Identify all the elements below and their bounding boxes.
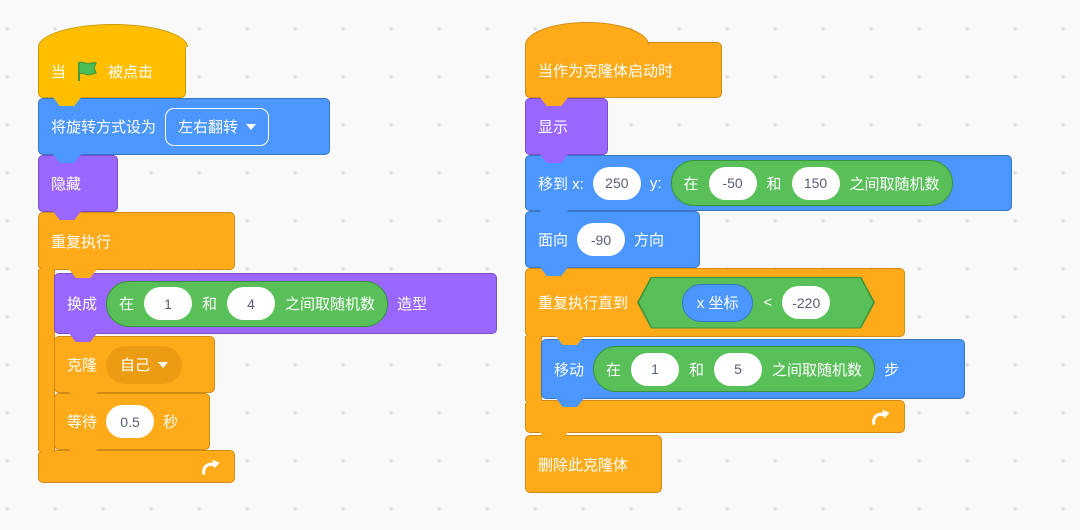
block-wait-seconds[interactable]: 等待 0.5 秒 (54, 393, 210, 450)
random-max-input[interactable]: 150 (791, 166, 840, 200)
block-label: 方向 (634, 232, 665, 249)
forever-loop-footer[interactable] (38, 450, 235, 483)
block-label: 面向 (538, 232, 569, 249)
block-when-clone-starts[interactable]: 当作为克隆体启动时 (525, 22, 722, 98)
wait-duration-input[interactable]: 0.5 (106, 405, 155, 438)
block-label: 步 (884, 361, 900, 379)
block-label: 秒 (163, 414, 179, 431)
repeat-until-footer[interactable] (525, 400, 905, 433)
forever-loop-spine[interactable] (38, 269, 55, 451)
block-label: 当作为克隆体启动时 (538, 62, 674, 80)
block-label: y: (649, 174, 662, 192)
less-than-operator[interactable]: x 坐标 < -220 (639, 278, 873, 328)
direction-input[interactable]: -90 (577, 223, 626, 256)
random-min-input[interactable]: 1 (144, 287, 193, 320)
random-max-input[interactable]: 4 (227, 287, 276, 320)
loop-arrow-icon (200, 457, 222, 477)
block-forever[interactable]: 重复执行 (38, 212, 235, 270)
block-label: 移到 x: (538, 175, 584, 193)
block-point-in-direction[interactable]: 面向 -90 方向 (525, 211, 700, 268)
block-label: 显示 (538, 119, 569, 136)
block-create-clone[interactable]: 克隆 自己 (54, 336, 215, 393)
block-hide[interactable]: 隐藏 (38, 155, 118, 212)
block-label: 重复执行 (51, 233, 112, 251)
block-move-steps[interactable]: 移动 在 1 和 5 之间取随机数 步 (541, 339, 965, 399)
block-show[interactable]: 显示 (525, 98, 608, 155)
block-switch-costume[interactable]: 换成 在 1 和 4 之间取随机数 造型 (54, 273, 497, 334)
operator-symbol: < (763, 294, 773, 311)
block-goto-xy[interactable]: 移到 x: 250 y: 在 -50 和 150 之间取随机数 (525, 155, 1012, 211)
repeat-until-spine[interactable] (525, 336, 542, 401)
loop-arrow-icon (870, 407, 892, 427)
block-label: 隐藏 (51, 176, 82, 193)
block-label: 移动 (554, 361, 585, 379)
x-position-input[interactable]: 250 (592, 166, 641, 200)
block-delete-this-clone[interactable]: 删除此克隆体 (525, 435, 662, 493)
block-label: 造型 (397, 296, 428, 313)
block-label: 被点击 (108, 63, 154, 81)
dropdown-caret-icon (246, 123, 257, 130)
block-when-flag-clicked[interactable]: 当 被点击 (38, 24, 188, 98)
pick-random-operator[interactable]: 在 -50 和 150 之间取随机数 (670, 160, 953, 206)
block-label: 换成 (67, 296, 98, 313)
dropdown-caret-icon (158, 361, 169, 368)
block-label: 重复执行直到 (538, 295, 629, 312)
random-min-input[interactable]: 1 (631, 352, 680, 386)
random-min-input[interactable]: -50 (708, 166, 757, 200)
clone-target-dropdown[interactable]: 自己 (106, 345, 183, 384)
block-label: 将旋转方式设为 (51, 119, 157, 136)
block-repeat-until[interactable]: 重复执行直到 x 坐标 < -220 (525, 268, 905, 337)
green-flag-icon (75, 60, 99, 82)
condition-hexagon[interactable]: x 坐标 < -220 (637, 277, 875, 329)
pick-random-operator[interactable]: 在 1 和 5 之间取随机数 (593, 346, 876, 392)
rotation-style-dropdown[interactable]: 左右翻转 (165, 107, 270, 146)
block-label: 删除此克隆体 (538, 456, 629, 474)
block-label: 克隆 (67, 357, 98, 374)
condition-value-input[interactable]: -220 (782, 286, 830, 319)
block-label: 当 (51, 63, 67, 81)
random-max-input[interactable]: 5 (714, 352, 763, 386)
block-label: 等待 (67, 414, 98, 431)
pick-random-operator[interactable]: 在 1 和 4 之间取随机数 (106, 280, 389, 327)
block-set-rotation-style[interactable]: 将旋转方式设为 左右翻转 (38, 98, 330, 155)
x-position-reporter[interactable]: x 坐标 (682, 284, 754, 322)
